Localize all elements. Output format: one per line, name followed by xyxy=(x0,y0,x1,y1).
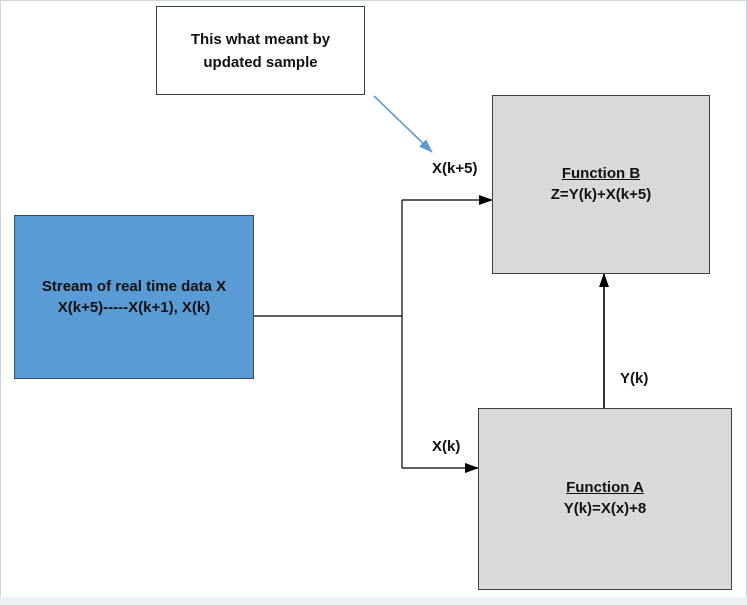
edge-label-x-k-plus-5: X(k+5) xyxy=(432,160,478,177)
stream-sequence: X(k+5)-----X(k+1), X(k) xyxy=(57,299,211,316)
stream-title: Stream of real time data X xyxy=(41,278,227,295)
note-callout: This what meant by updated sample xyxy=(156,6,365,95)
frame-bottom-strip xyxy=(0,597,747,605)
function-a-box: Function A Y(k)=X(x)+8 xyxy=(478,408,732,590)
function-b-formula: Z=Y(k)+X(k+5) xyxy=(550,186,652,203)
function-b-box: Function B Z=Y(k)+X(k+5) xyxy=(492,95,710,274)
note-line-2: updated sample xyxy=(203,53,318,71)
note-pointer-arrow xyxy=(373,95,433,153)
function-b-title: Function B xyxy=(561,165,641,182)
function-a-formula: Y(k)=X(x)+8 xyxy=(563,500,647,517)
edge-label-y-k: Y(k) xyxy=(620,370,649,387)
stream-data-box: Stream of real time data X X(k+5)-----X(… xyxy=(14,215,254,379)
edge-label-x-k: X(k) xyxy=(432,438,461,455)
function-a-title: Function A xyxy=(566,479,644,496)
note-line-1: This what meant by xyxy=(190,30,331,48)
